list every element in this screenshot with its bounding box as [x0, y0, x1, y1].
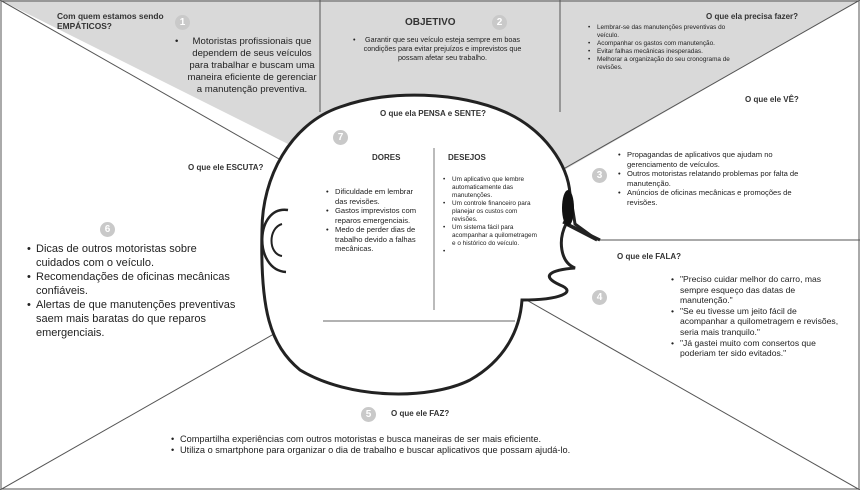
needs-item: Lembrar-se das manutenções preventivas d…	[588, 24, 738, 40]
number-badge-2: 2	[492, 15, 507, 30]
says-list: "Preciso cuidar melhor do carro, mas sem…	[671, 274, 846, 359]
says-title: O que ele FALA?	[617, 252, 682, 261]
sees-item: Outros motoristas relatando problemas po…	[618, 169, 818, 188]
hears-item: Recomendações de oficinas mecânicas conf…	[27, 270, 237, 298]
hears-title: O que ele ESCUTA?	[188, 163, 264, 172]
goal-title: OBJETIVO	[405, 17, 456, 28]
sees-list: Propagandas de aplicativos que ajudam no…	[618, 150, 818, 207]
number-badge-6: 6	[100, 222, 115, 237]
does-list: Compartilha experiências com outros moto…	[171, 434, 691, 456]
says-item: "Já gastei muito com consertos que poder…	[671, 338, 846, 359]
number-badge-4: 4	[592, 290, 607, 305]
goal-list: Garantir que seu veículo esteja sempre e…	[353, 35, 523, 62]
number-badge-3: 3	[592, 168, 607, 183]
pains-item: Medo de perder dias de trabalho devido a…	[326, 225, 426, 254]
gains-item: Um sistema fácil para acompanhar a quilo…	[443, 224, 538, 248]
goal-item: Garantir que seu veículo esteja sempre e…	[353, 35, 523, 62]
pains-item: Gastos imprevistos com reparos emergenci…	[326, 206, 426, 225]
needs-item: Acompanhar os gastos com manutenção.	[588, 40, 738, 48]
empathy-title: Com quem estamos sendo EMPÁTICOS?	[57, 11, 164, 31]
sees-title: O que ele VÊ?	[745, 95, 799, 104]
needs-item: Melhorar a organização do seu cronograma…	[588, 56, 738, 72]
gains-item: Um aplicativo que lembre automaticamente…	[443, 176, 538, 200]
pains-title: DORES	[372, 153, 401, 162]
hears-list: Dicas de outros motoristas sobre cuidado…	[27, 242, 237, 340]
gains-list: Um aplicativo que lembre automaticamente…	[443, 176, 538, 256]
pains-list: Dificuldade em lembrar das revisões. Gas…	[326, 187, 426, 254]
needs-title: O que ela precisa fazer?	[706, 12, 799, 21]
hears-item: Alertas de que manutenções preventivas s…	[27, 298, 237, 340]
does-item: Compartilha experiências com outros moto…	[171, 434, 691, 445]
sees-item: Propagandas de aplicativos que ajudam no…	[618, 150, 818, 169]
needs-item: Evitar falhas mecânicas inesperadas.	[588, 48, 738, 56]
does-item: Utiliza o smartphone para organizar o di…	[171, 445, 691, 456]
gains-item: Um controle financeiro para planejar os …	[443, 200, 538, 224]
number-badge-7: 7	[333, 130, 348, 145]
number-badge-1: 1	[175, 15, 190, 30]
sees-item: Anúncios de oficinas mecânicas e promoçõ…	[618, 188, 818, 207]
empathy-list: Motoristas profissionais que dependem de…	[175, 36, 320, 96]
says-item: "Se eu tivesse um jeito fácil de acompan…	[671, 306, 846, 338]
hears-item: Dicas de outros motoristas sobre cuidado…	[27, 242, 237, 270]
does-title: O que ele FAZ?	[391, 409, 450, 418]
says-item: "Preciso cuidar melhor do carro, mas sem…	[671, 274, 846, 306]
empathy-item: Motoristas profissionais que dependem de…	[175, 36, 320, 96]
number-badge-5: 5	[361, 407, 376, 422]
thinks-title: O que ela PENSA e SENTE?	[380, 109, 486, 118]
needs-list: Lembrar-se das manutenções preventivas d…	[588, 24, 738, 72]
pains-item: Dificuldade em lembrar das revisões.	[326, 187, 426, 206]
gains-title: DESEJOS	[448, 153, 486, 162]
